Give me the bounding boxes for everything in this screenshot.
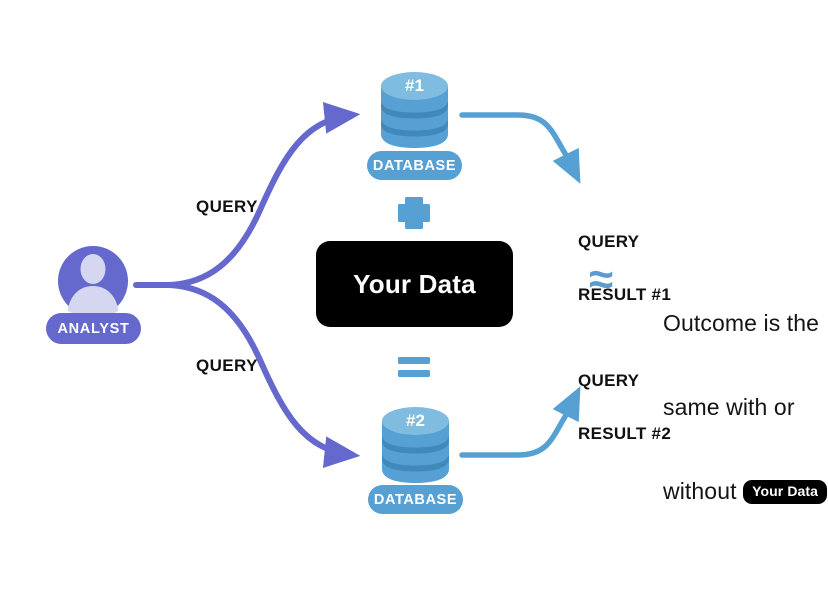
connector-analyst-to-database-1	[167, 102, 361, 288]
database-2-badge-label: DATABASE	[373, 491, 458, 508]
analyst-badge: ANALYST	[46, 313, 141, 344]
connector-database-2-to-result-2	[459, 386, 581, 458]
query-result-2-line1: QUERY	[578, 370, 640, 390]
query-result-2: QUERY RESULT #2	[578, 336, 671, 479]
database-2-badge: DATABASE	[368, 485, 463, 514]
analyst-avatar	[58, 246, 128, 318]
your-data-box-label: Your Data	[353, 268, 476, 299]
conclusion-line-1: Outcome is the	[663, 310, 820, 337]
database-1-number: #1	[405, 76, 424, 95]
query-result-1-line2: RESULT #1	[578, 285, 672, 305]
query-label-bottom: QUERY	[196, 356, 258, 375]
your-data-box: Your Data	[316, 241, 513, 327]
query-result-2-line2: RESULT #2	[578, 424, 672, 444]
database-1-badge-label: DATABASE	[372, 157, 457, 174]
person-icon	[67, 254, 119, 318]
query-result-1-line1: QUERY	[578, 231, 640, 251]
query-result-1: QUERY RESULT #1	[578, 197, 671, 340]
analyst-badge-label: ANALYST	[57, 320, 130, 337]
connector-database-1-to-result-1	[459, 112, 581, 184]
approximately-equal-icon: ≈	[589, 255, 614, 304]
database-1-badge: DATABASE	[367, 151, 462, 180]
database-2-number: #2	[406, 411, 425, 430]
conclusion-line-2: same with or	[663, 394, 795, 421]
conclusion-line-3: without Your Data	[663, 477, 828, 505]
conclusion-text: Outcome is the same with or without Your…	[663, 253, 828, 562]
connector-analyst-to-database-2	[167, 282, 361, 468]
query-label-top: QUERY	[196, 197, 258, 216]
conclusion-line-3-text: without	[663, 478, 737, 505]
your-data-chip: Your Data	[743, 480, 828, 505]
